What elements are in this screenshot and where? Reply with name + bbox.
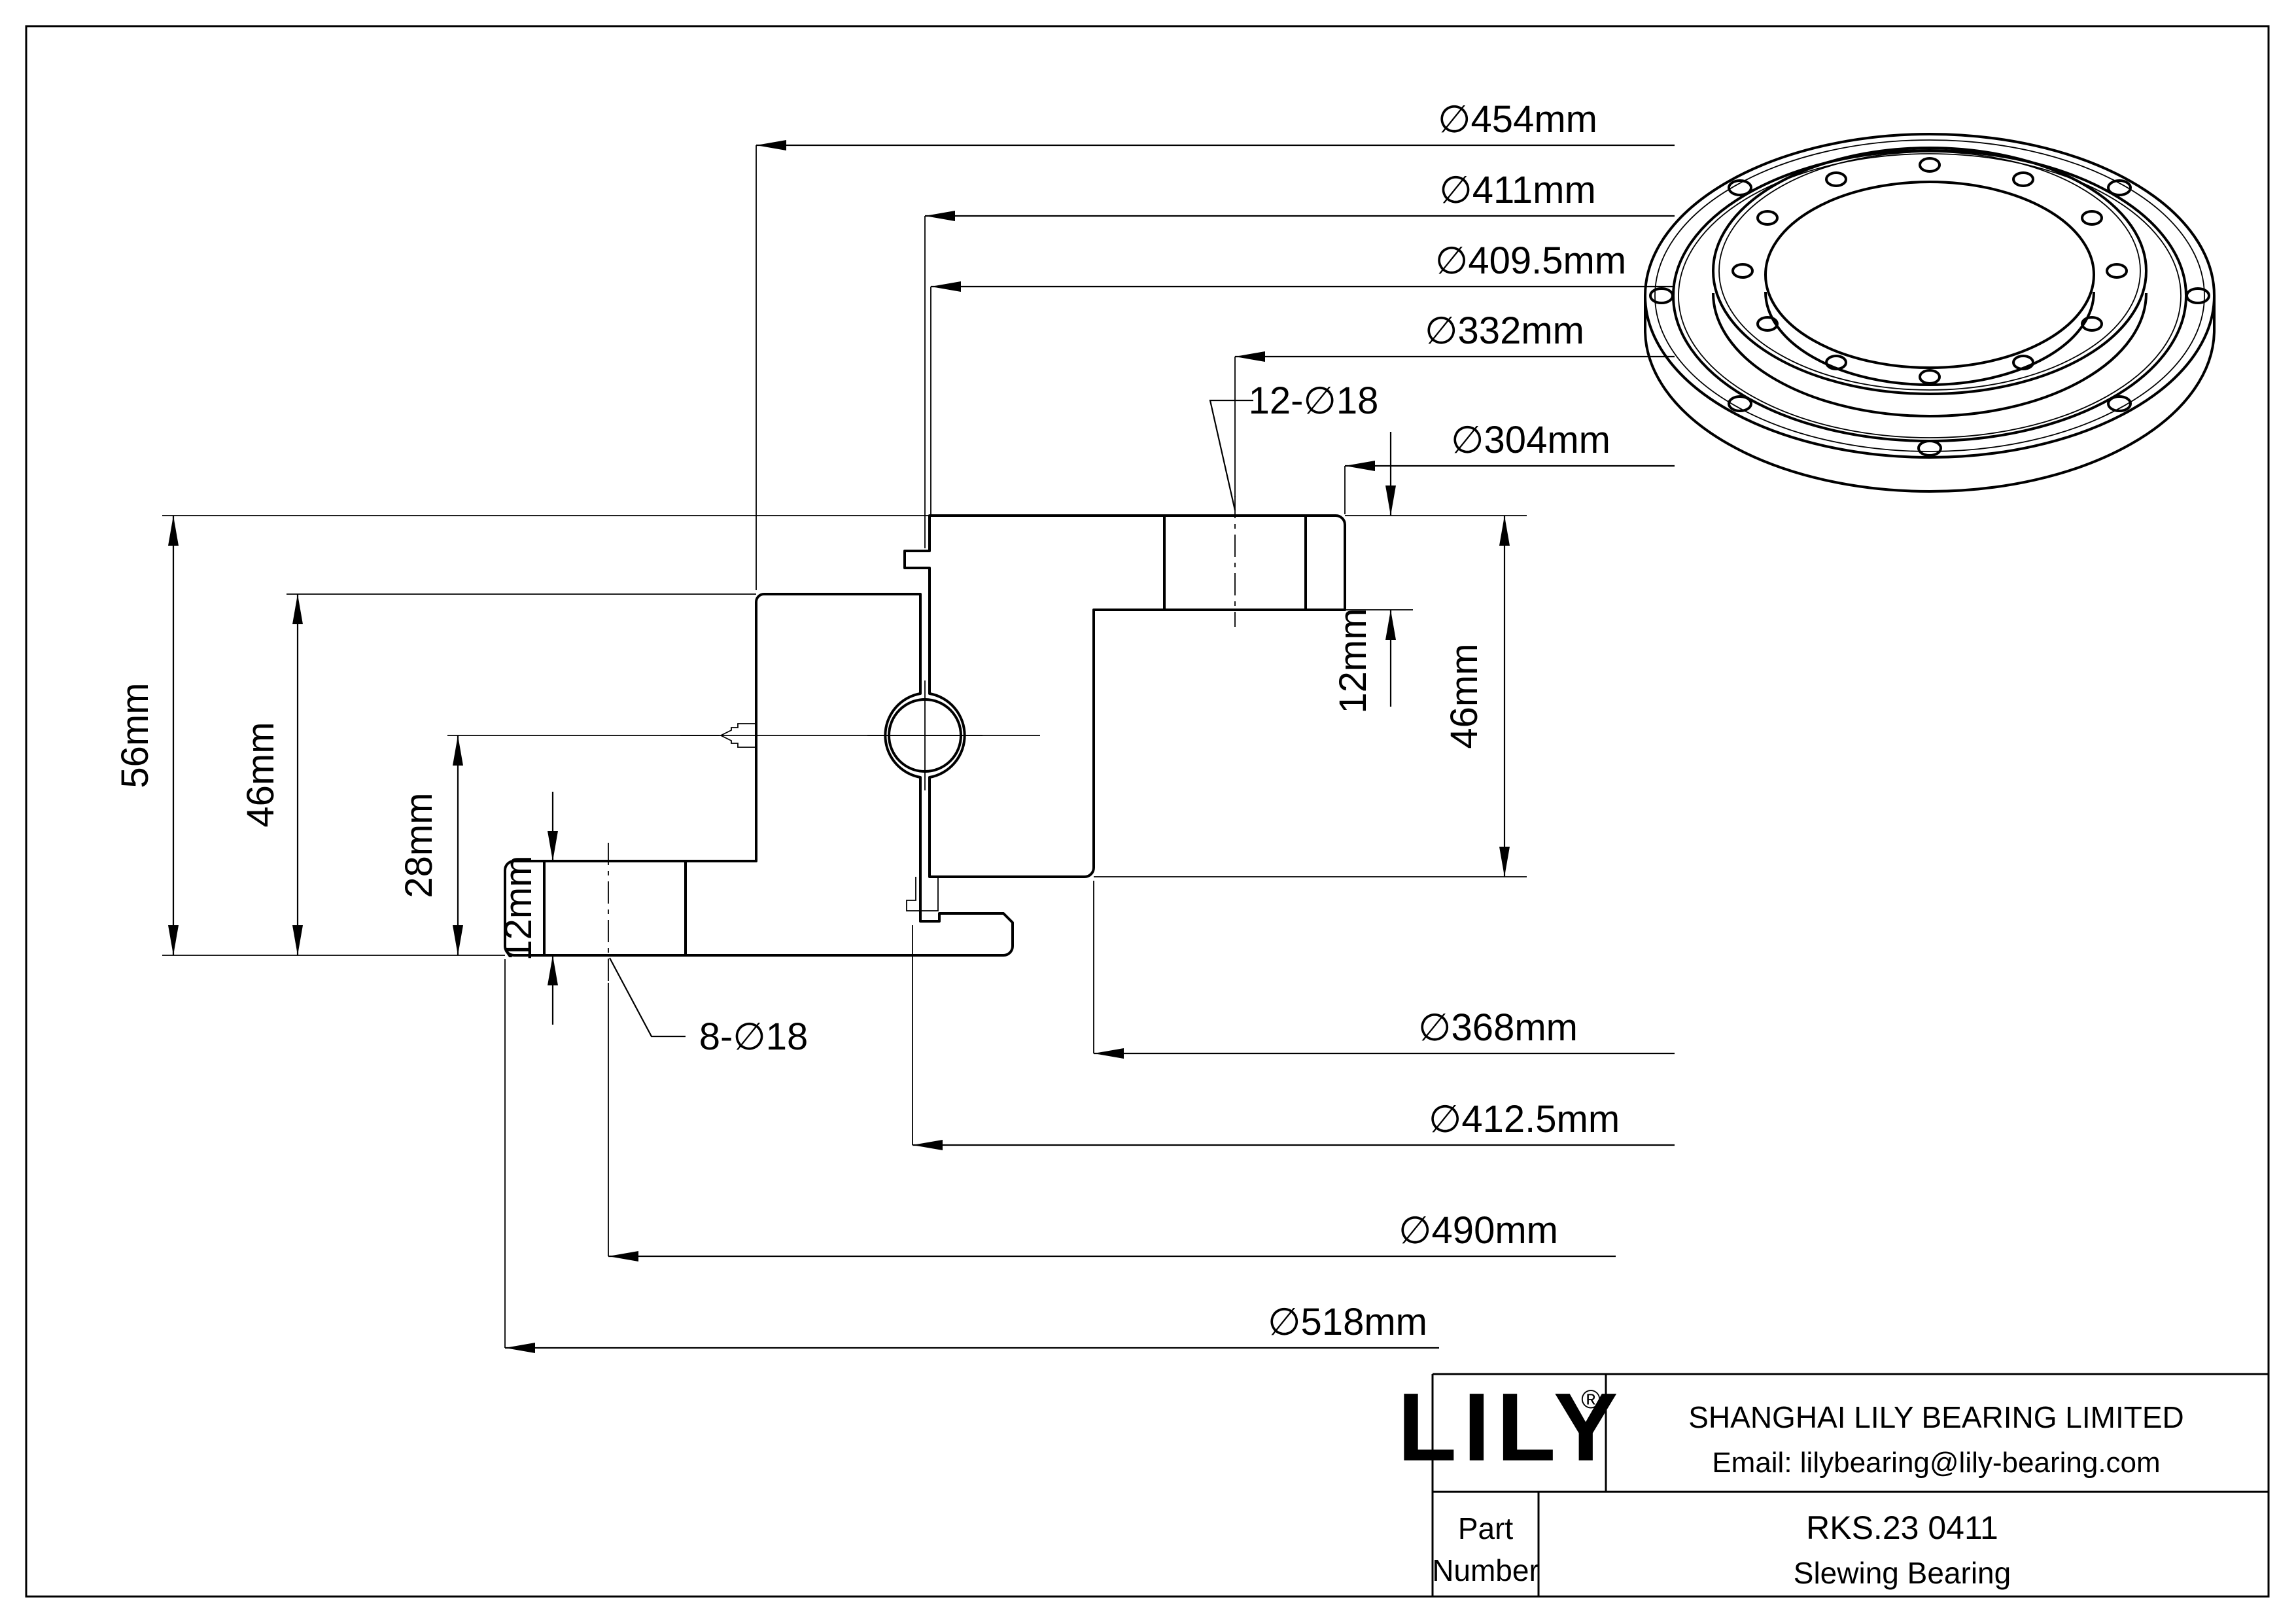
dim-label-46r: 46mm — [1443, 643, 1486, 749]
dim-arrow-12-bot — [548, 955, 558, 985]
company-name: SHANGHAI LILY BEARING LIMITED — [1688, 1400, 2184, 1434]
dim-arrow-12-top — [548, 831, 558, 861]
page-border — [25, 25, 2270, 1598]
dim-label-411: ∅411mm — [1439, 169, 1596, 211]
outer-ring-bolt-holes — [1649, 179, 2210, 457]
dim-label-332: ∅332mm — [1425, 309, 1584, 352]
dim-arrow-490 — [608, 1251, 638, 1262]
dim-label-12: 12mm — [497, 855, 540, 961]
title-block: LILY ® SHANGHAI LILY BEARING LIMITED Ema… — [1397, 1373, 2269, 1597]
dim-arrow-518 — [505, 1343, 535, 1353]
outer-ring-section — [504, 593, 1014, 957]
section-view — [504, 496, 1346, 983]
inner-ring-bolt-holes — [1731, 157, 2128, 385]
dim-arrow-28-bot — [453, 925, 463, 955]
dim-arrow-454 — [756, 140, 786, 150]
dim-arrow-411 — [925, 211, 955, 221]
callout-label-inner-holes: 12-∅18 — [1249, 380, 1379, 422]
dim-label-28: 28mm — [398, 792, 440, 898]
registered-trademark-icon: ® — [1581, 1385, 1600, 1414]
lower-seal — [906, 877, 939, 911]
dim-arrow-12r-bot — [1385, 610, 1396, 640]
dim-label-56: 56mm — [114, 682, 156, 788]
part-number-label-line2: Number — [1432, 1553, 1539, 1587]
dim-arrow-56-top — [168, 516, 179, 546]
part-number-label-line1: Part — [1458, 1511, 1514, 1545]
dim-arrow-4125 — [913, 1140, 943, 1150]
dim-label-518: ∅518mm — [1268, 1301, 1427, 1343]
dim-label-12r: 12mm — [1332, 608, 1374, 713]
dim-label-304: ∅304mm — [1451, 419, 1610, 461]
extension-lines — [162, 145, 1527, 1348]
dim-arrow-46r-bot — [1499, 847, 1510, 877]
dim-label-4125: ∅412.5mm — [1429, 1098, 1620, 1140]
dim-arrow-368 — [1094, 1048, 1124, 1059]
leader-outer-holes — [609, 957, 686, 1038]
dim-arrow-46r-top — [1499, 516, 1510, 546]
callout-label-outer-holes: 8-∅18 — [699, 1015, 809, 1058]
part-type: Slewing Bearing — [1794, 1556, 2011, 1590]
company-email: Email: lilybearing@lily-bearing.com — [1712, 1447, 2160, 1479]
isometric-view — [1644, 133, 2216, 493]
dim-label-454: ∅454mm — [1438, 98, 1597, 141]
leader-inner-holes — [1209, 399, 1253, 511]
dim-label-46: 46mm — [239, 722, 282, 827]
dim-arrow-12r-top — [1385, 485, 1396, 516]
dim-arrow-46-bot — [292, 925, 303, 955]
part-number-value: RKS.23 0411 — [1806, 1509, 1998, 1546]
dimension-labels: ∅454mm ∅411mm ∅409.5mm ∅332mm ∅304mm ∅36… — [114, 98, 1626, 1343]
company-logo: LILY — [1397, 1373, 1624, 1481]
dim-label-4095: ∅409.5mm — [1435, 239, 1626, 282]
dim-arrow-28-top — [453, 735, 463, 766]
dim-arrow-332 — [1235, 351, 1265, 362]
dim-label-490: ∅490mm — [1399, 1209, 1558, 1252]
dim-arrow-56-bot — [168, 925, 179, 955]
dimension-lines — [168, 140, 1675, 1353]
dim-arrow-46-top — [292, 594, 303, 624]
dim-arrow-4095 — [931, 281, 961, 292]
dim-label-368: ∅368mm — [1418, 1006, 1578, 1049]
dim-arrow-304 — [1345, 461, 1375, 471]
inner-ring-section — [903, 514, 1346, 878]
